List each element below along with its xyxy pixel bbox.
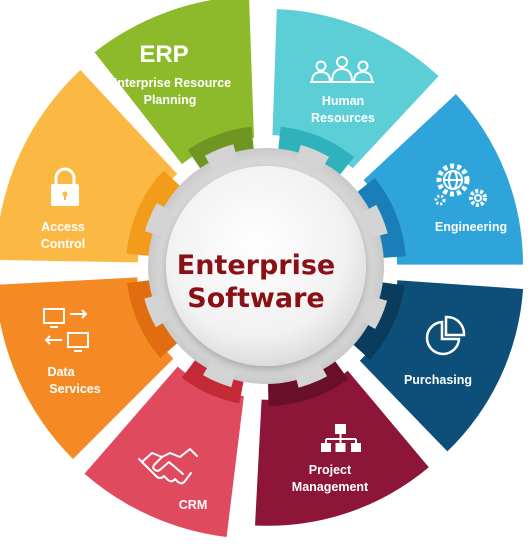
lock-icon — [51, 167, 79, 206]
project-management-label-line1: Project — [309, 463, 352, 477]
center-title-line1: Enterprise — [177, 250, 335, 281]
segment-human-resources: Human Resources — [310, 56, 375, 125]
purchasing-segment-outer — [359, 280, 524, 452]
human-resources-label-line1: Human — [322, 94, 364, 108]
gears-globe-icon — [434, 163, 487, 207]
gear-tooth — [203, 361, 236, 388]
segment-purchasing: Purchasing — [404, 315, 472, 387]
pie-chart-icon — [425, 315, 466, 356]
segment-access-control: Access Control — [41, 167, 85, 251]
handshake-icon — [138, 448, 198, 485]
center-hub — [166, 166, 366, 366]
gear-tooth — [144, 294, 170, 328]
segment-project-management: Project Management — [292, 424, 369, 494]
crm-segment-outer — [84, 366, 244, 538]
segment-engineering: Engineering — [434, 163, 507, 234]
erp-title: ERP — [139, 41, 188, 68]
data-services-label-line1: Data — [47, 365, 75, 379]
gear-tooth — [296, 144, 329, 171]
gear-tooth — [361, 296, 388, 329]
segment-erp: ERP Enterprise Resource Planning — [109, 41, 231, 107]
gear-tooth — [294, 362, 328, 388]
data-transfer-icon — [43, 308, 89, 352]
data-services-label-line2: Services — [49, 382, 100, 396]
org-chart-icon — [321, 424, 361, 452]
erp-label-line2: Planning — [144, 93, 197, 107]
engineering-label: Engineering — [435, 220, 507, 234]
access-control-label-line2: Control — [41, 237, 85, 251]
human-resources-label-line2: Resources — [311, 111, 375, 125]
erp-label-line1: Enterprise Resource — [109, 76, 231, 90]
human-resources-segment-outer — [272, 9, 439, 169]
segment-data-services: Data Services — [43, 308, 101, 396]
gear-tooth — [204, 144, 238, 170]
people-icon — [310, 56, 374, 83]
gear-tooth — [362, 204, 388, 238]
gear-tooth — [144, 203, 171, 236]
access-control-label-line1: Access — [41, 220, 85, 234]
purchasing-label: Purchasing — [404, 373, 472, 387]
crm-label: CRM — [179, 498, 207, 512]
erp-segment-outer — [94, 0, 254, 165]
segment-crm: CRM — [138, 448, 207, 512]
access-control-segment-outer — [0, 70, 178, 263]
project-management-label-line2: Management — [292, 480, 369, 494]
center-title-line2: Software — [187, 283, 324, 314]
